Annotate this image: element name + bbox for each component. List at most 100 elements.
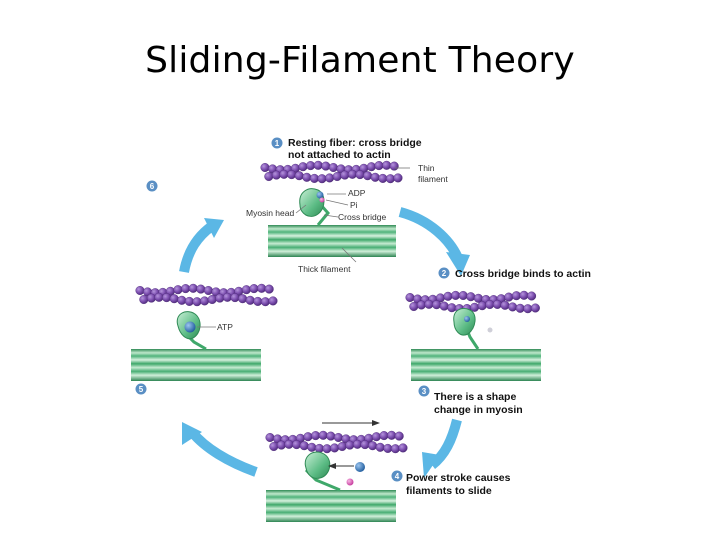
- actin-bead: [306, 161, 316, 171]
- actin-bead: [303, 432, 313, 442]
- actin-bead: [260, 297, 270, 307]
- actin-bead: [169, 294, 179, 304]
- actin-bead: [409, 302, 419, 312]
- step-badge-3: 3: [418, 385, 430, 397]
- actin-bead: [265, 433, 275, 443]
- actin-bead: [257, 283, 267, 293]
- actin-bead: [416, 300, 426, 310]
- actin-bead: [393, 173, 403, 183]
- step-badge-2: 2: [438, 267, 450, 279]
- actin-bead: [527, 291, 537, 301]
- svg-text:1: 1: [275, 139, 280, 148]
- step-badge-5: 5: [135, 383, 147, 395]
- panel-5-atp-binding: [131, 283, 278, 381]
- actin-bead: [196, 284, 206, 294]
- actin-bead: [333, 433, 343, 443]
- actin-bead: [215, 293, 225, 303]
- step-badge-4: 4: [391, 470, 403, 482]
- step-1-text-line2: not attached to actin: [288, 149, 391, 161]
- actin-bead: [203, 286, 213, 296]
- actin-bead: [276, 440, 286, 450]
- actin-bead: [154, 292, 164, 302]
- actin-bead: [447, 303, 457, 313]
- actin-bead: [374, 161, 384, 171]
- actin-bead: [268, 296, 278, 306]
- svg-text:4: 4: [395, 472, 400, 481]
- actin-bead: [504, 292, 514, 302]
- pi-molecule: [487, 327, 493, 333]
- actin-bead: [530, 303, 540, 313]
- step-badge-1: 1: [271, 137, 283, 149]
- step-badge-6: 6: [146, 180, 158, 192]
- cycle-arrow-5-to-6: [179, 218, 224, 274]
- actin-bead: [279, 169, 289, 179]
- actin-bead: [241, 285, 251, 295]
- actin-bead: [366, 162, 376, 172]
- actin-bead: [405, 293, 415, 303]
- actin-bead: [325, 173, 335, 183]
- pi-molecule: [346, 478, 354, 486]
- actin-bead: [360, 440, 370, 450]
- actin-bead: [299, 441, 309, 451]
- actin-bead: [375, 442, 385, 452]
- actin-bead: [508, 302, 518, 312]
- actin-bead: [363, 171, 373, 181]
- cycle-arrow-1-to-2: [398, 207, 470, 276]
- actin-bead: [477, 301, 487, 311]
- actin-bead: [184, 296, 194, 306]
- actin-bead: [485, 300, 495, 310]
- actin-bead: [284, 439, 294, 449]
- actin-bead: [368, 441, 378, 451]
- actin-bead: [470, 302, 480, 312]
- actin-bead: [443, 291, 453, 301]
- panel-1-resting: [260, 160, 410, 263]
- thin-filament: [135, 283, 278, 307]
- cross-bridge: [304, 451, 341, 492]
- actin-bead: [260, 162, 270, 172]
- thin-filament-label-line1: Thin: [418, 163, 435, 173]
- actin-bead: [287, 170, 297, 180]
- myosin-head-label: Myosin head: [246, 208, 294, 218]
- actin-bead: [347, 169, 357, 179]
- actin-bead: [188, 283, 198, 293]
- actin-bead: [313, 160, 323, 170]
- actin-bead: [523, 304, 533, 314]
- thick-filament: [131, 349, 261, 381]
- actin-bead: [458, 291, 468, 301]
- svg-text:2: 2: [442, 269, 447, 278]
- actin-bead: [269, 442, 279, 452]
- cycle-arrow-4-to-5: [182, 422, 258, 477]
- actin-bead: [345, 440, 355, 450]
- adp-molecule: [355, 462, 365, 472]
- panel-2-binding: [405, 290, 541, 381]
- actin-bead: [424, 299, 434, 309]
- adp-label: ADP: [348, 188, 366, 198]
- svg-text:5: 5: [139, 385, 144, 394]
- actin-bead: [322, 444, 332, 454]
- cycle-arrow-3-to-4: [422, 418, 462, 478]
- actin-bead: [332, 171, 342, 181]
- actin-bead: [337, 442, 347, 452]
- actin-bead: [302, 172, 312, 182]
- actin-bead: [271, 170, 281, 180]
- slide-title: Sliding-Filament Theory: [145, 40, 575, 81]
- adp-molecule: [464, 316, 470, 322]
- actin-bead: [500, 300, 510, 310]
- pi-label: Pi: [350, 200, 358, 210]
- actin-bead: [222, 292, 232, 302]
- actin-bead: [146, 293, 156, 303]
- actin-bead: [253, 296, 263, 306]
- step-4-text-line1: Power stroke causes: [406, 472, 511, 484]
- actin-bead: [249, 284, 259, 294]
- thin-filament: [260, 160, 403, 184]
- cross-bridge: [453, 308, 480, 350]
- step-1-text-line1: Resting fiber: cross bridge: [288, 137, 422, 149]
- step-3-text-line1: There is a shape: [434, 391, 516, 403]
- actin-bead: [230, 293, 240, 303]
- thick-filament: [411, 349, 541, 381]
- actin-bead: [135, 286, 145, 296]
- actin-bead: [264, 171, 274, 181]
- actin-bead: [355, 170, 365, 180]
- actin-bead: [394, 431, 404, 441]
